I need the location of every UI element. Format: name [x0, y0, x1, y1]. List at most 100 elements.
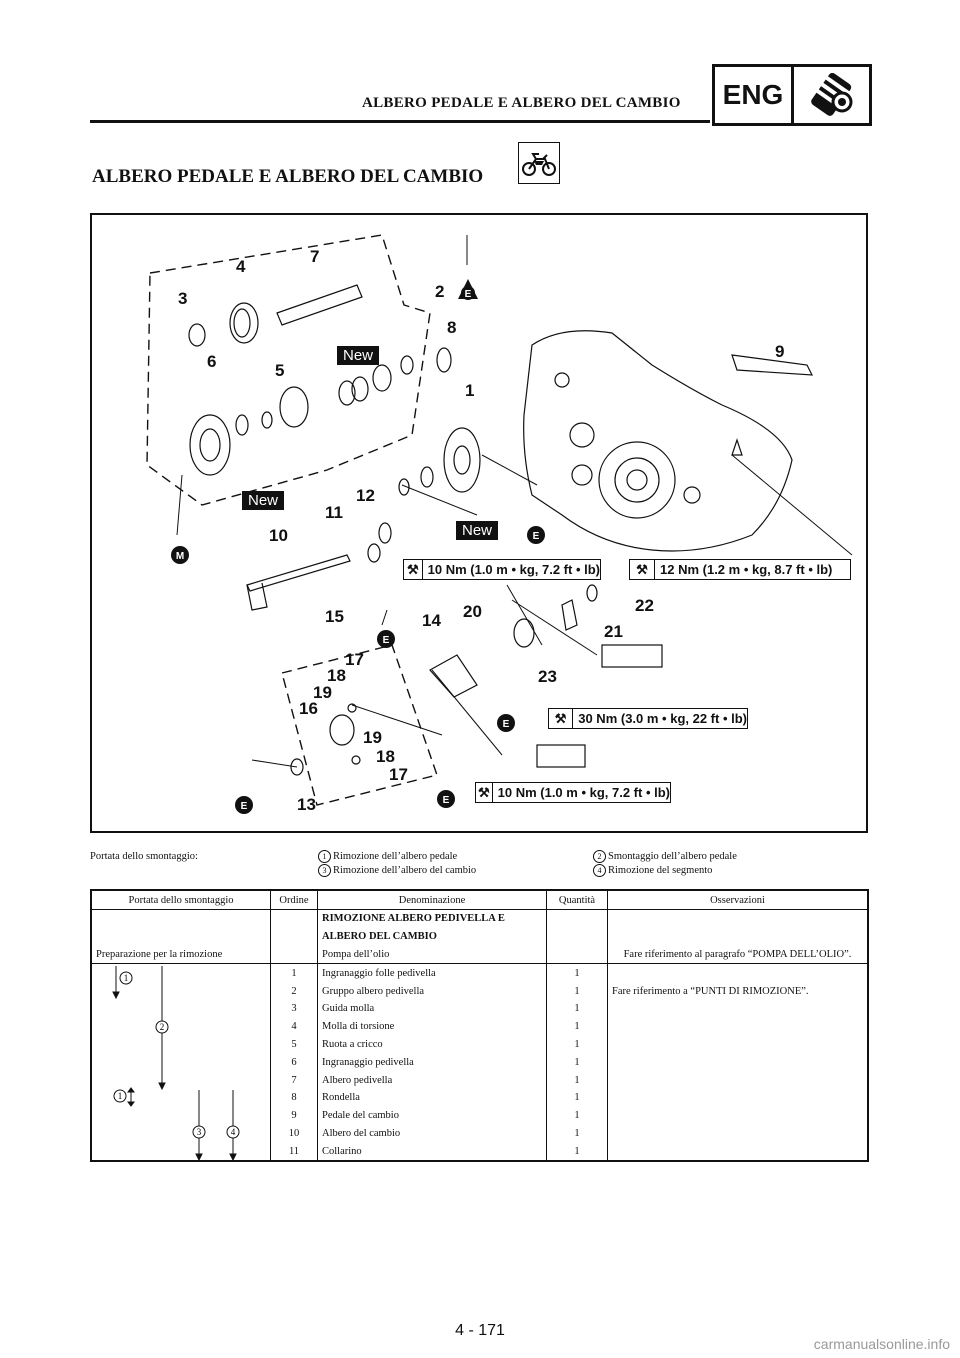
page-number: 4 - 171	[455, 1322, 505, 1339]
svg-text:E: E	[533, 531, 540, 542]
callout-17: 17	[345, 650, 364, 669]
table-row: 10 Albero del cambio 1	[91, 1124, 869, 1143]
row-qty: 1	[546, 1088, 608, 1107]
row-order: 8	[270, 1088, 318, 1107]
callout-4: 4	[236, 257, 246, 276]
row-qty: 1	[546, 1035, 608, 1054]
row-name: Pedale del cambio	[317, 1106, 547, 1125]
row-note	[607, 1035, 869, 1054]
callout-17b: 17	[389, 765, 408, 784]
callout-23: 23	[538, 667, 557, 686]
svg-text:2: 2	[160, 1022, 165, 1032]
callout-19b: 19	[363, 728, 382, 747]
row-order: 11	[270, 1142, 318, 1163]
torque-spec: ⚒30 Nm (3.0 m • kg, 22 ft • lb)	[548, 708, 748, 729]
torque-wrench-icon: ⚒	[549, 709, 574, 728]
molybdenum-oil-icon: M	[171, 546, 189, 564]
diagram-drawing	[146, 234, 853, 806]
row-name: Guida molla	[317, 999, 547, 1018]
table-row: ALBERO DEL CAMBIO	[90, 927, 869, 946]
row-qty: 1	[546, 1142, 608, 1163]
row-order: 6	[270, 1053, 318, 1072]
engine-oil-icon: E	[497, 714, 515, 732]
callout-18: 18	[327, 666, 346, 685]
callout-5: 5	[275, 361, 285, 380]
callout-20: 20	[463, 602, 482, 621]
header-qty: Quantità	[546, 889, 608, 910]
torque-spec: ⚒12 Nm (1.2 m • kg, 8.7 ft • lb)	[629, 559, 851, 580]
row-order: 1	[270, 963, 318, 983]
svg-text:E: E	[241, 801, 248, 812]
table-row: 7 Albero pedivella 1	[91, 1071, 869, 1089]
svg-text:E: E	[443, 795, 450, 806]
row-qty: 1	[546, 1071, 608, 1089]
callout-16: 16	[299, 699, 318, 718]
table-row: RIMOZIONE ALBERO PEDIVELLA E	[90, 909, 869, 928]
row-note	[607, 1142, 869, 1163]
table-row: 6 Ingranaggio pedivella 1	[91, 1053, 869, 1072]
header-notes: Osservazioni	[607, 889, 869, 910]
table-row: 5 Ruota a cricco 1	[91, 1035, 869, 1054]
header-title: ALBERO PEDALE E ALBERO DEL CAMBIO	[362, 95, 681, 111]
table-row: 11 Collarino 1	[91, 1142, 869, 1163]
table-row: 2 Gruppo albero pedivella 1 Fare riferim…	[91, 982, 869, 1000]
row-note	[607, 1106, 869, 1125]
callout-19: 19	[313, 683, 332, 702]
header-name: Denominazione	[317, 889, 547, 910]
row-qty: 1	[546, 982, 608, 1000]
table-header: Portata dello smontaggio Ordine Denomina…	[90, 889, 869, 910]
torque-wrench-icon: ⚒	[476, 783, 493, 802]
row-name: Albero pedivella	[317, 1071, 547, 1089]
prep-name: Pompa dell’olio	[317, 945, 547, 964]
callout-6: 6	[207, 352, 217, 371]
row-note	[607, 999, 869, 1018]
eng-badge: ENG	[715, 67, 794, 123]
header-order: Ordine	[270, 889, 318, 910]
engine-oil-icon: E	[377, 630, 395, 648]
row-qty: 1	[546, 999, 608, 1018]
callout-8: 8	[447, 318, 457, 337]
prep-note: Fare riferimento al paragrafo “POMPA DEL…	[607, 945, 869, 964]
row-note	[607, 1088, 869, 1107]
table-row: 3 Guida molla 1	[91, 999, 869, 1018]
table-row: Preparazione per la rimozione Pompa dell…	[90, 945, 869, 964]
row-note	[607, 1124, 869, 1143]
row-qty: 1	[546, 963, 608, 983]
row-name: Ingranaggio pedivella	[317, 1053, 547, 1072]
callout-11: 11	[325, 503, 343, 522]
callout-2: 2	[435, 282, 445, 301]
row-order: 5	[270, 1035, 318, 1054]
scope-arrows: 1 2 1 3 4	[112, 966, 240, 1161]
section-title: ALBERO PEDALE E ALBERO DEL CAMBIO	[92, 166, 484, 187]
header-rule	[90, 120, 710, 123]
new-badge: New	[337, 346, 380, 365]
torque-wrench-icon: ⚒	[404, 560, 423, 579]
row-qty: 1	[546, 1106, 608, 1125]
svg-text:E: E	[503, 719, 510, 730]
svg-text:1: 1	[124, 973, 129, 983]
engine-oil-icon: E	[437, 790, 455, 808]
row-order: 9	[270, 1106, 318, 1125]
table-row: 4 Molla di torsione 1	[91, 1017, 869, 1036]
svg-text:4: 4	[231, 1127, 236, 1137]
callout-15: 15	[325, 607, 344, 626]
header-scope: Portata dello smontaggio	[90, 889, 271, 910]
row-qty: 1	[546, 1124, 608, 1143]
svg-text:M: M	[176, 551, 184, 562]
table-row: 1 2 1 3 4 1 Ingranaggio folle pedivella …	[90, 963, 869, 1162]
callout-7: 7	[310, 247, 320, 266]
group-title: RIMOZIONE ALBERO PEDIVELLA E	[317, 909, 547, 928]
row-name: Rondella	[317, 1088, 547, 1107]
motorcycle-icon	[518, 142, 560, 184]
engine-oil-icon: E	[527, 526, 545, 544]
prep-scope: Preparazione per la rimozione	[90, 945, 271, 964]
header-badge-box: ENG	[712, 64, 872, 126]
watermark: carmanualsonline.info	[813, 1336, 950, 1352]
callout-10: 10	[269, 526, 288, 545]
row-name: Molla di torsione	[317, 1017, 547, 1036]
callout-21: 21	[604, 622, 623, 641]
callout-1: 1	[465, 381, 475, 400]
